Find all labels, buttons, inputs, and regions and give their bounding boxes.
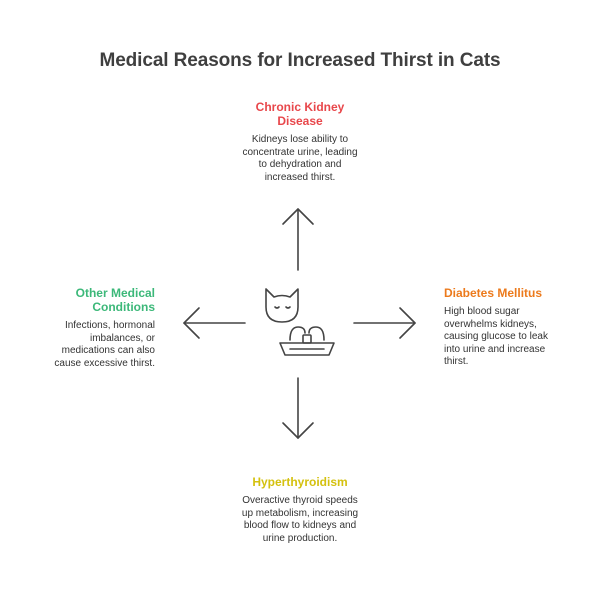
node-description: Overactive thyroid speeds up metabolism,… bbox=[241, 495, 359, 544]
node-diabetes-mellitus: Diabetes Mellitus High blood sugar overw… bbox=[444, 286, 594, 369]
arrow-down bbox=[282, 377, 314, 439]
node-description: Kidneys lose ability to concentrate urin… bbox=[242, 134, 358, 183]
node-heading: Diabetes Mellitus bbox=[444, 286, 543, 300]
arrow-up bbox=[282, 208, 314, 271]
arrow-right bbox=[353, 307, 416, 339]
node-chronic-kidney-disease: Chronic Kidney Disease Kidneys lose abil… bbox=[210, 100, 390, 184]
node-description: High blood sugar overwhelms kidneys, cau… bbox=[444, 306, 548, 367]
cat-with-water-fountain-icon bbox=[265, 288, 335, 356]
node-heading: Other Medical Conditions bbox=[75, 286, 155, 314]
node-heading: Chronic Kidney Disease bbox=[255, 100, 345, 128]
arrow-left bbox=[183, 307, 246, 339]
node-other-medical-conditions: Other Medical Conditions Infections, hor… bbox=[0, 286, 155, 370]
node-heading: Hyperthyroidism bbox=[252, 475, 348, 489]
page-title: Medical Reasons for Increased Thirst in … bbox=[99, 50, 501, 71]
node-hyperthyroidism: Hyperthyroidism Overactive thyroid speed… bbox=[210, 475, 390, 545]
node-description: Infections, hormonal imbalances, or medi… bbox=[54, 320, 155, 369]
